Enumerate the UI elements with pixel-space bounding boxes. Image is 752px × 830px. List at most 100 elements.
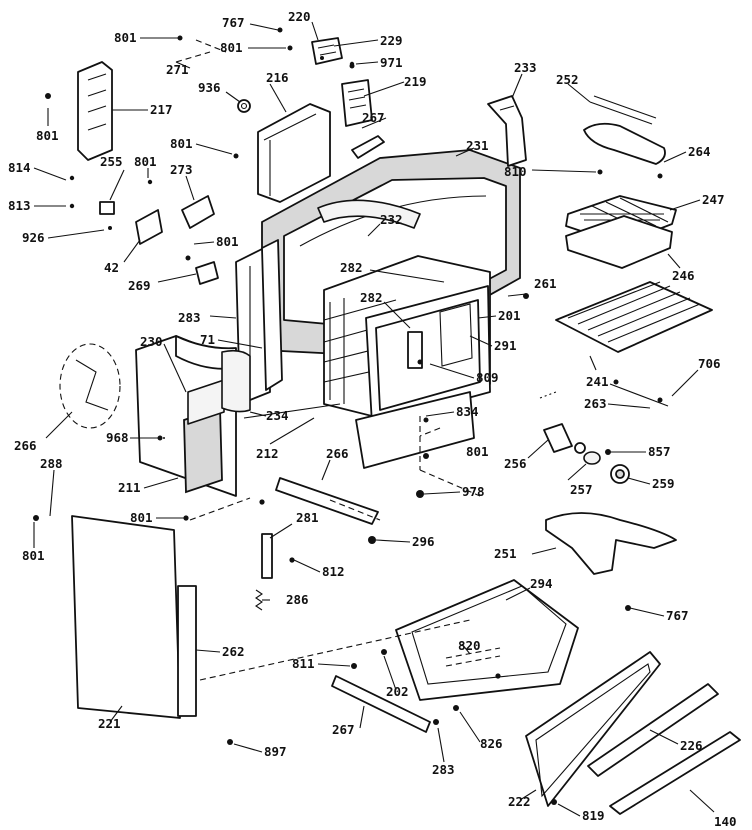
part-267-vent-trim xyxy=(351,135,385,159)
callout-936: 936 xyxy=(198,80,221,95)
callout-968: 968 xyxy=(106,430,129,445)
part-262-trim xyxy=(177,585,197,717)
callout-813: 813 xyxy=(8,198,31,213)
part-226-handle xyxy=(587,683,719,777)
part-216-vent-duct xyxy=(257,103,331,203)
part-140-kick-plate xyxy=(609,731,741,815)
callout-labels: 801 767 220 801 229 271 971 219 216 936 … xyxy=(8,9,737,829)
callout-222: 222 xyxy=(508,794,531,809)
callout-221: 221 xyxy=(98,716,121,731)
callout-801: 801 xyxy=(36,128,59,143)
callout-229: 229 xyxy=(380,33,403,48)
part-252-broiler-element xyxy=(583,95,666,165)
callout-251: 251 xyxy=(494,546,517,561)
callout-801: 801 xyxy=(22,548,45,563)
leader-lines xyxy=(33,21,715,817)
callout-269: 269 xyxy=(128,278,151,293)
callout-267: 267 xyxy=(362,110,385,125)
part-263-rod xyxy=(609,383,669,407)
callout-814: 814 xyxy=(8,160,31,175)
callout-294: 294 xyxy=(530,576,553,591)
callout-271: 271 xyxy=(166,62,189,77)
callout-926: 926 xyxy=(22,230,45,245)
part-273-bracket xyxy=(181,195,215,229)
part-229-clip xyxy=(320,56,324,60)
callout-219: 219 xyxy=(404,74,427,89)
part-230-back-panel xyxy=(135,335,237,497)
part-234-insulation xyxy=(221,349,251,413)
part-241-oven-rack xyxy=(555,281,713,353)
callout-217: 217 xyxy=(150,102,173,117)
callout-288: 288 xyxy=(40,456,63,471)
part-212-bottom-tray xyxy=(243,391,475,469)
callout-256: 256 xyxy=(504,456,527,471)
part-246-broiler-pan xyxy=(565,215,673,269)
callout-767: 767 xyxy=(222,15,245,30)
callout-216: 216 xyxy=(266,70,289,85)
callout-978: 978 xyxy=(462,484,485,499)
assembly-lines xyxy=(175,39,557,681)
callout-801: 801 xyxy=(170,136,193,151)
callout-801: 801 xyxy=(220,40,243,55)
callout-267: 267 xyxy=(332,722,355,737)
part-255-switch xyxy=(99,201,115,215)
part-233-vent xyxy=(487,95,527,167)
callout-220: 220 xyxy=(288,9,311,24)
callout-266: 266 xyxy=(326,446,349,461)
callout-809: 809 xyxy=(476,370,499,385)
part-71-side-trim xyxy=(261,239,283,391)
part-286-spring xyxy=(255,589,263,611)
callout-291: 291 xyxy=(494,338,517,353)
part-219-bracket xyxy=(341,79,373,127)
part-217-side-bracket xyxy=(77,61,113,161)
callout-233: 233 xyxy=(514,60,537,75)
callout-259: 259 xyxy=(652,476,675,491)
callout-247: 247 xyxy=(702,192,725,207)
callout-801: 801 xyxy=(130,510,153,525)
callout-971: 971 xyxy=(380,55,403,70)
callout-257: 257 xyxy=(570,482,593,497)
callout-801: 801 xyxy=(216,234,239,249)
part-281-bracket xyxy=(261,533,273,579)
callout-834: 834 xyxy=(456,404,479,419)
callout-261: 261 xyxy=(534,276,557,291)
callout-810: 810 xyxy=(504,164,527,179)
callout-241: 241 xyxy=(586,374,609,389)
callout-812: 812 xyxy=(322,564,345,579)
part-221-side-panel xyxy=(71,515,181,719)
callout-767: 767 xyxy=(666,608,689,623)
part-266-wire-harness xyxy=(59,343,121,429)
callout-234: 234 xyxy=(266,408,289,423)
callout-801: 801 xyxy=(466,444,489,459)
callout-264: 264 xyxy=(688,144,711,159)
callout-819: 819 xyxy=(582,808,605,823)
part-266-drawer-glide xyxy=(275,477,379,525)
callout-897: 897 xyxy=(264,744,287,759)
callout-283: 283 xyxy=(178,310,201,325)
callout-71: 71 xyxy=(200,332,215,347)
callout-273: 273 xyxy=(170,162,193,177)
callout-801: 801 xyxy=(114,30,137,45)
callout-232: 232 xyxy=(380,212,403,227)
callout-820: 820 xyxy=(458,638,481,653)
callout-230: 230 xyxy=(140,334,163,349)
part-222-drawer-front xyxy=(525,651,661,807)
callout-263: 263 xyxy=(584,396,607,411)
part-294-drawer-pan xyxy=(395,579,579,701)
part-801e-screw xyxy=(45,27,355,261)
callout-202: 202 xyxy=(386,684,409,699)
callout-252: 252 xyxy=(556,72,579,87)
callout-826: 826 xyxy=(480,736,503,751)
part-232-oven-frame xyxy=(317,199,421,229)
callout-296: 296 xyxy=(412,534,435,549)
part-259-knob xyxy=(610,464,630,484)
callout-246: 246 xyxy=(672,268,695,283)
callout-282: 282 xyxy=(360,290,383,305)
callout-255: 255 xyxy=(100,154,123,169)
callout-212: 212 xyxy=(256,446,279,461)
part-42-plate xyxy=(135,209,163,245)
callout-282: 282 xyxy=(340,260,363,275)
callout-801: 801 xyxy=(134,154,157,169)
callout-281: 281 xyxy=(296,510,319,525)
